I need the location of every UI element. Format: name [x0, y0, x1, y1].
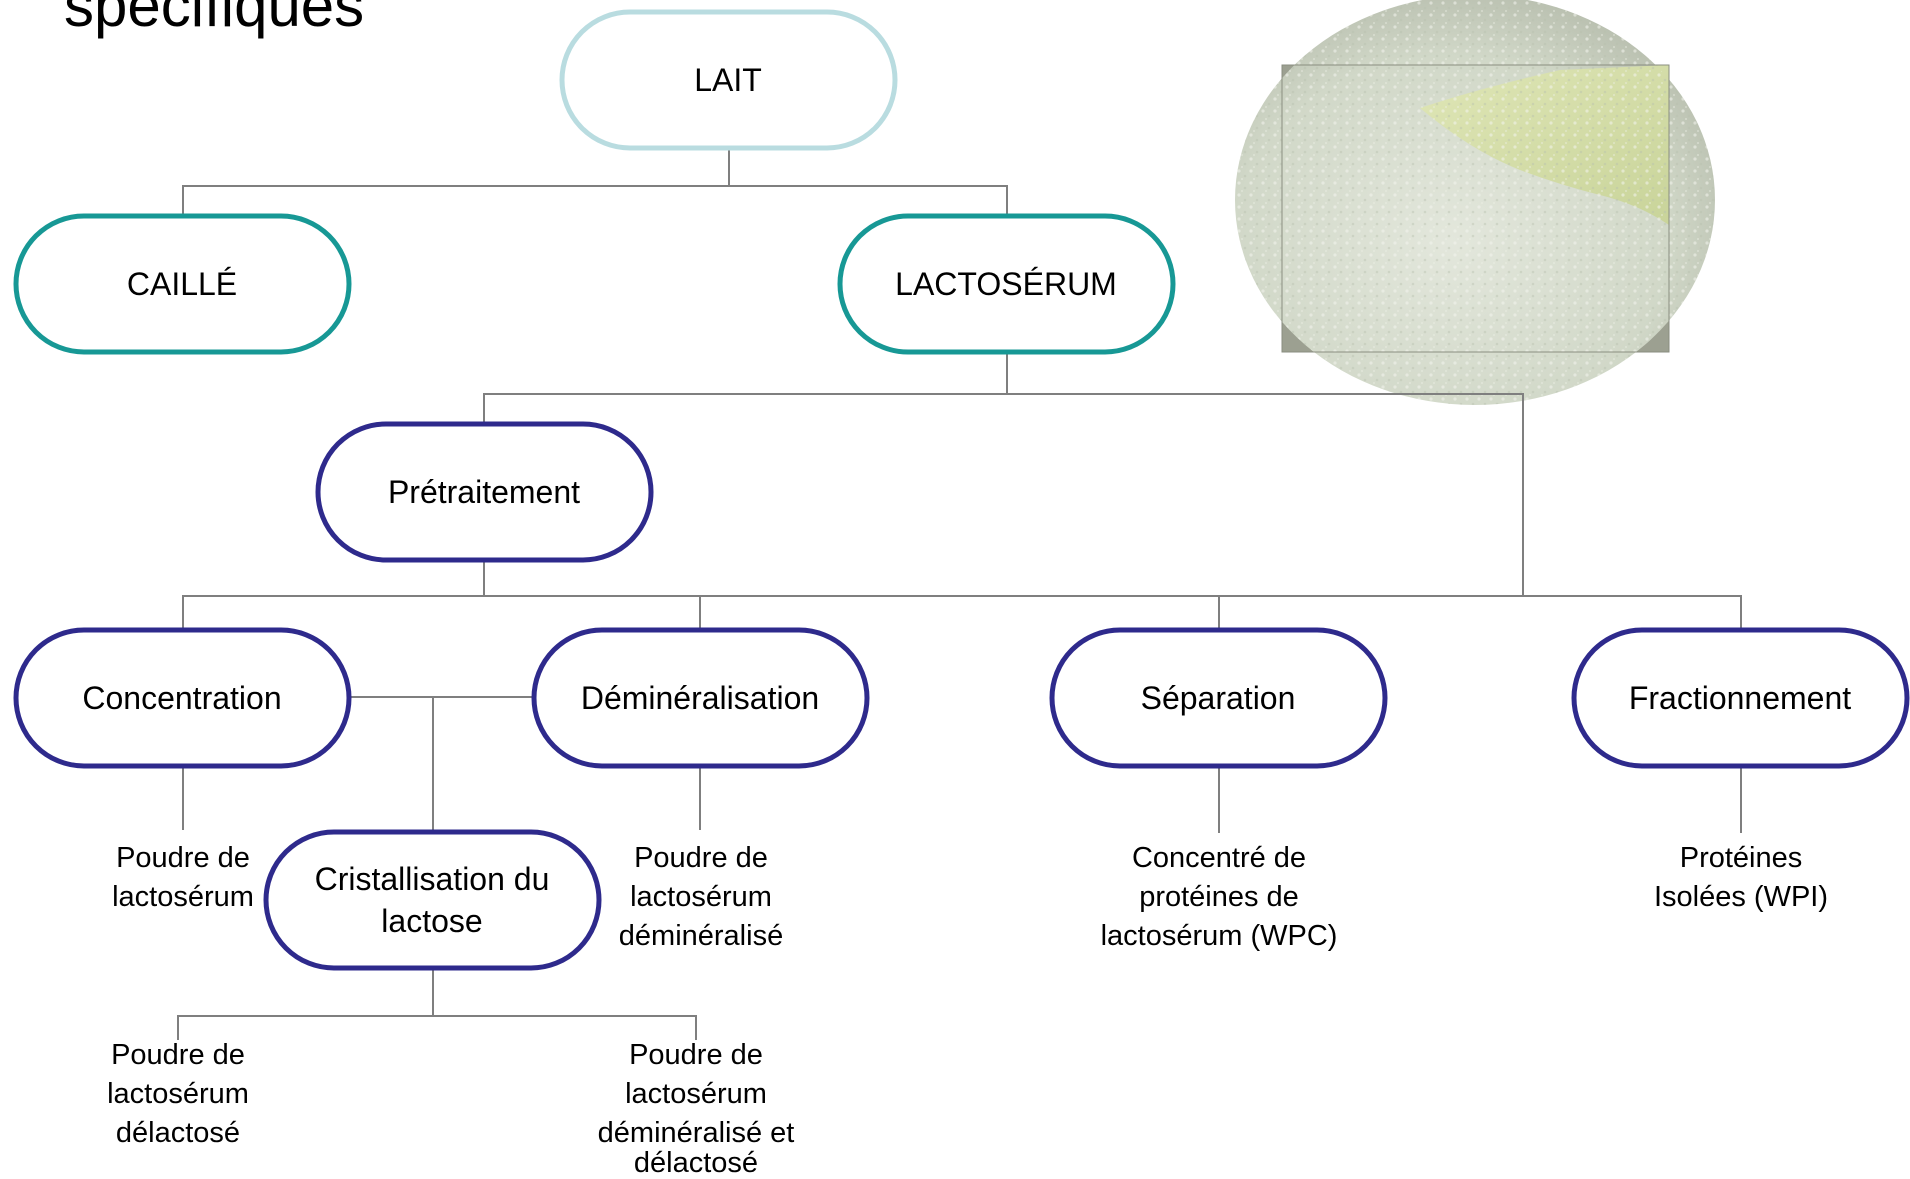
- product-line: lactosérum (WPC): [1101, 920, 1338, 952]
- product-line: Poudre de: [634, 842, 768, 874]
- product-poudre-demin-delactose: Poudre de lactosérum déminéralisé et dél…: [598, 1039, 795, 1179]
- product-wpi: Protéines Isolées (WPI): [1654, 842, 1828, 913]
- product-line: Isolées (WPI): [1654, 881, 1828, 913]
- node-demineralisation-label: Déminéralisation: [581, 680, 819, 716]
- node-caille-label: CAILLÉ: [127, 266, 237, 302]
- product-line: Concentré de: [1132, 842, 1306, 874]
- product-line: délactosé: [116, 1117, 240, 1149]
- node-caille: CAILLÉ: [13, 213, 352, 355]
- product-line: Poudre de: [116, 842, 250, 874]
- product-line: délactosé: [634, 1147, 758, 1179]
- node-cristallisation: Cristallisation du lactose: [263, 829, 602, 971]
- product-wpc: Concentré de protéines de lactosérum (WP…: [1101, 842, 1338, 952]
- product-poudre-lactoserum: Poudre de lactosérum: [112, 842, 254, 913]
- product-poudre-demineralise: Poudre de lactosérum déminéralisé: [619, 842, 783, 952]
- product-line: protéines de: [1139, 881, 1299, 913]
- page-title: spécifiques: [64, 0, 364, 39]
- node-separation-label: Séparation: [1141, 680, 1296, 716]
- product-line: lactosérum: [630, 881, 772, 913]
- node-concentration-label: Concentration: [82, 680, 281, 716]
- product-line: Protéines: [1680, 842, 1803, 874]
- node-pretraitement: Prétraitement: [315, 421, 654, 563]
- product-line: lactosérum: [625, 1078, 767, 1110]
- product-poudre-delactose: Poudre de lactosérum délactosé: [107, 1039, 249, 1149]
- product-line: lactosérum: [107, 1078, 249, 1110]
- node-concentration: Concentration: [13, 627, 352, 769]
- connectors: [177, 148, 1742, 1040]
- node-lait: LAIT: [559, 9, 898, 151]
- product-line: déminéralisé: [619, 920, 783, 952]
- product-line: lactosérum: [112, 881, 254, 913]
- node-cristallisation-label-line1: Cristallisation du: [315, 861, 550, 897]
- node-cristallisation-label-line2: lactose: [381, 903, 482, 939]
- whey-powder-photo: [1235, 0, 1715, 405]
- product-line: Poudre de: [629, 1039, 763, 1071]
- node-lactoserum: LACTOSÉRUM: [837, 213, 1176, 355]
- product-line: Poudre de: [111, 1039, 245, 1071]
- node-fractionnement-label: Fractionnement: [1629, 680, 1851, 716]
- node-demineralisation: Déminéralisation: [531, 627, 870, 769]
- node-fractionnement: Fractionnement: [1571, 627, 1910, 769]
- product-line: déminéralisé et: [598, 1117, 795, 1149]
- node-pretraitement-label: Prétraitement: [388, 474, 580, 510]
- node-lactoserum-label: LACTOSÉRUM: [895, 266, 1117, 302]
- node-lait-label: LAIT: [694, 62, 762, 98]
- node-separation: Séparation: [1049, 627, 1388, 769]
